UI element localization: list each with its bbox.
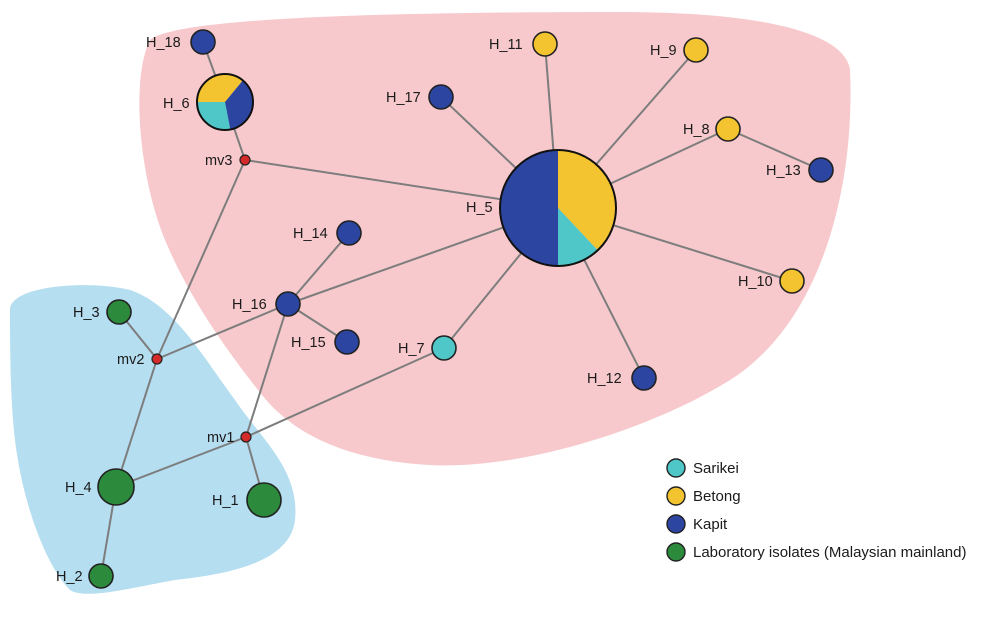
node-h-6 <box>196 73 254 131</box>
node-label: H_12 <box>587 371 622 387</box>
median-vector-circle <box>239 154 251 166</box>
haplotype-circle-kapit <box>808 157 834 183</box>
haplotype-circle-lab <box>97 468 135 506</box>
edge-h_16-mv1 <box>245 303 289 438</box>
edge-h_16-mv2 <box>156 303 289 360</box>
node-label: H_4 <box>65 480 92 496</box>
haplotype-circle-kapit <box>190 29 216 55</box>
node-label: H_17 <box>386 90 421 106</box>
sarawak-region-pink <box>139 12 851 466</box>
haplotype-circle-betong <box>532 31 558 57</box>
node-h-4 <box>97 468 135 506</box>
legend-swatch-lab <box>666 542 686 562</box>
edge-h_8-h_13 <box>727 128 822 171</box>
haplotype-circle-betong <box>683 37 709 63</box>
median-vector-circle <box>151 353 163 365</box>
node-label: H_9 <box>650 43 677 59</box>
mainland-region-blue <box>10 285 296 594</box>
pie-slice-sarikei <box>197 102 231 130</box>
legend-label-betong: Betong <box>693 488 741 505</box>
node-label: H_13 <box>766 163 801 179</box>
node-label: H_3 <box>73 305 100 321</box>
pie-slice-betong <box>197 74 243 102</box>
pie-slice-sarikei <box>558 208 598 266</box>
edge-mv2-h_4 <box>115 358 158 488</box>
pie-outline <box>499 149 617 267</box>
node-label: H_2 <box>56 569 83 585</box>
haplotype-circle-kapit <box>428 84 454 110</box>
node-label: H_8 <box>683 122 710 138</box>
legend-swatch-kapit <box>666 514 686 534</box>
node-label: H_7 <box>398 341 425 357</box>
edge-mv1-h_7 <box>245 347 445 438</box>
node-h-2 <box>88 563 114 589</box>
node-label: H_6 <box>163 96 190 112</box>
node-h-3 <box>106 299 132 325</box>
edge-mv3-mv2 <box>156 159 246 360</box>
node-label: H_5 <box>466 200 493 216</box>
pie-outline <box>196 73 254 131</box>
node-label: H_1 <box>212 493 239 509</box>
node-mv2 <box>151 353 163 365</box>
haplotype-circle-kapit <box>275 291 301 317</box>
pie-slice-kapit <box>225 80 253 130</box>
labels-layer: H_5 H_6H_1H_2 H_3H_4 H_7 H_8 H_9H_10 H_11H_12 H… <box>56 35 801 585</box>
legend-label-sarikei: Sarikei <box>693 460 739 477</box>
haplotype-circle-betong <box>779 268 805 294</box>
node-label: mv1 <box>207 430 234 446</box>
node-h-13 <box>808 157 834 183</box>
node-h-5 <box>499 149 617 267</box>
haplotype-circle-lab <box>106 299 132 325</box>
haplotype-circle-lab <box>88 563 114 589</box>
node-h-17 <box>428 84 454 110</box>
haplotype-circle-sarikei <box>431 335 457 361</box>
haplotype-circle-betong <box>715 116 741 142</box>
node-label: H_16 <box>232 297 267 313</box>
legend-label-kapit: Kapit <box>693 516 728 533</box>
edge-h_16-h_14 <box>287 232 350 305</box>
node-h-12 <box>631 365 657 391</box>
legend-label-lab: Laboratory isolates (Malaysian mainland) <box>693 544 966 561</box>
node-mv1 <box>240 431 252 443</box>
haplotype-circle-kapit <box>631 365 657 391</box>
node-label: H_10 <box>738 274 773 290</box>
pie-slice-betong <box>558 150 616 251</box>
node-h-18 <box>190 29 216 55</box>
node-h-9 <box>683 37 709 63</box>
haplotype-circle-lab <box>246 482 282 518</box>
node-h-15 <box>334 329 360 355</box>
haplotype-circle-kapit <box>334 329 360 355</box>
median-vector-circle <box>240 431 252 443</box>
node-label: mv3 <box>205 153 232 169</box>
node-mv3 <box>239 154 251 166</box>
nodes-layer <box>88 29 834 589</box>
node-label: mv2 <box>117 352 144 368</box>
node-label: H_14 <box>293 226 328 242</box>
legend-swatch-betong <box>666 486 686 506</box>
node-h-8 <box>715 116 741 142</box>
node-h-11 <box>532 31 558 57</box>
node-h-16 <box>275 291 301 317</box>
node-h-7 <box>431 335 457 361</box>
pie-slice-kapit <box>500 150 558 266</box>
node-label: H_11 <box>489 37 523 53</box>
node-label: H_18 <box>146 35 181 51</box>
node-label: H_15 <box>291 335 326 351</box>
edge-h_4-mv1 <box>115 436 247 488</box>
legend-swatch-sarikei <box>666 458 686 478</box>
node-h-14 <box>336 220 362 246</box>
haplotype-circle-kapit <box>336 220 362 246</box>
node-h-1 <box>246 482 282 518</box>
node-h-10 <box>779 268 805 294</box>
